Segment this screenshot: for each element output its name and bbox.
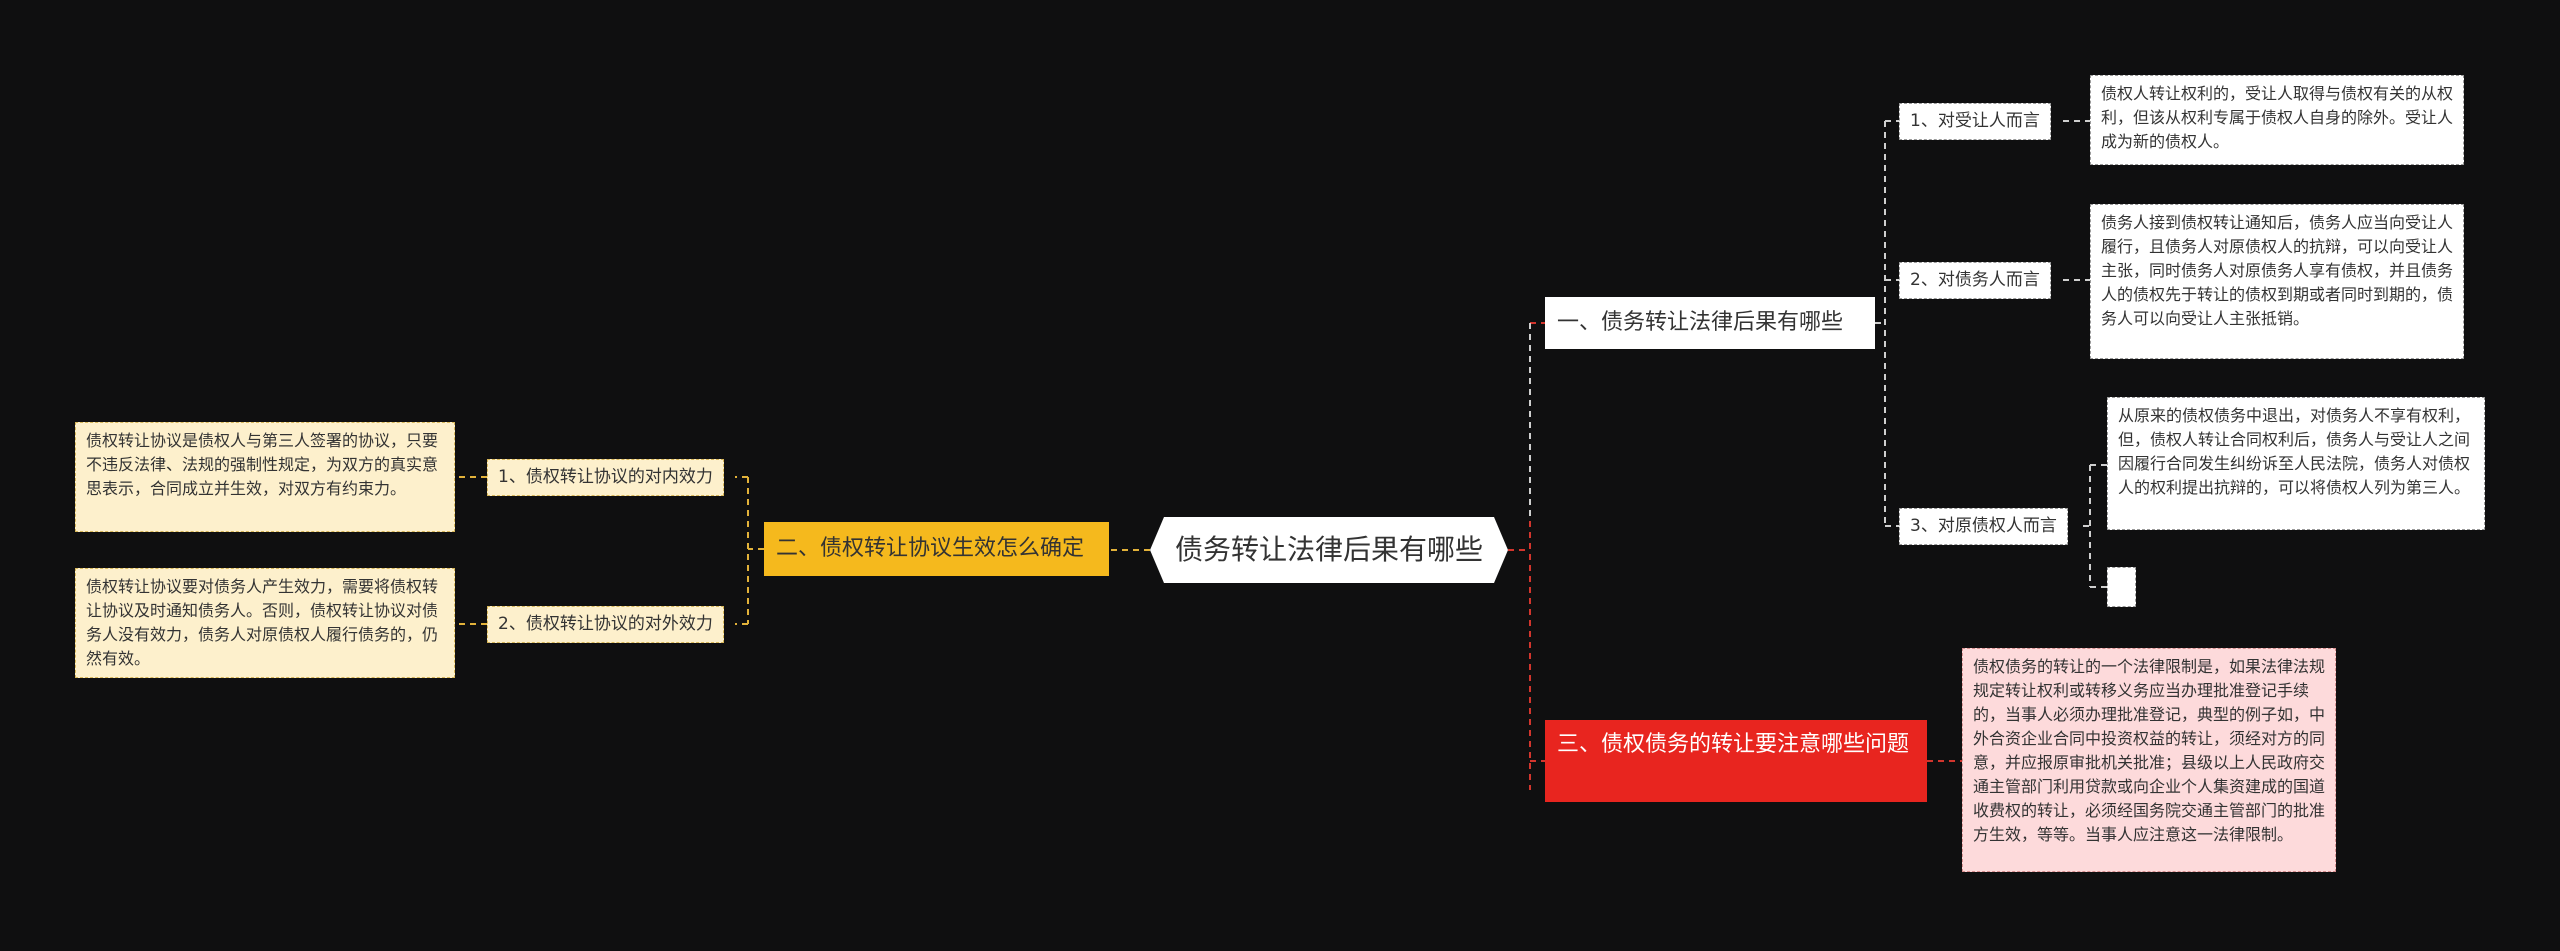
sub-internal-effect[interactable]: 1、债权转让协议的对内效力 [487,459,724,496]
leaf-external-effect-text: 债权转让协议要对债务人产生效力，需要将债权转让协议及时通知债务人。否则，债权转让… [75,568,455,678]
sub-transferee[interactable]: 1、对受让人而言 [1899,103,2051,140]
connector-branch1-subs [1875,120,1899,527]
connector-branch2-subs [735,476,764,625]
sub-original-creditor[interactable]: 3、对原债权人而言 [1899,508,2068,545]
leaf-internal-effect-text: 债权转让协议是债权人与第三人签署的协议，只要不违反法律、法规的强制性规定，为双方… [75,422,455,532]
leaf-transfer-issues-text: 债权债务的转让的一个法律限制是，如果法律法规规定转让权利或转移义务应当办理批准登… [1962,648,2336,872]
sub-debtor[interactable]: 2、对债务人而言 [1899,262,2051,299]
connector-sub3-leaves [2083,464,2107,588]
branch-transfer-issues[interactable]: 三、债权债务的转让要注意哪些问题 [1545,720,1927,802]
central-topic[interactable]: 债务转让法律后果有哪些 [1150,517,1508,583]
connector-root-right [1508,322,1545,790]
leaf-debtor-text: 债务人接到债权转让通知后，债务人应当向受让人履行，且债务人对原债权人的抗辩，可以… [2090,204,2464,359]
empty-leaf[interactable] [2107,567,2136,607]
branch-agreement-effectiveness[interactable]: 二、债权转让协议生效怎么确定 [764,522,1109,576]
branch-legal-consequences[interactable]: 一、债务转让法律后果有哪些 [1545,297,1875,349]
leaf-original-creditor-text: 从原来的债权债务中退出，对债务人不享有权利，但，债权人转让合同权利后，债务人与受… [2107,397,2485,530]
leaf-transferee-text: 债权人转让权利的，受让人取得与债权有关的从权利，但该从权利专属于债权人自身的除外… [2090,75,2464,165]
sub-external-effect[interactable]: 2、债权转让协议的对外效力 [487,606,724,643]
